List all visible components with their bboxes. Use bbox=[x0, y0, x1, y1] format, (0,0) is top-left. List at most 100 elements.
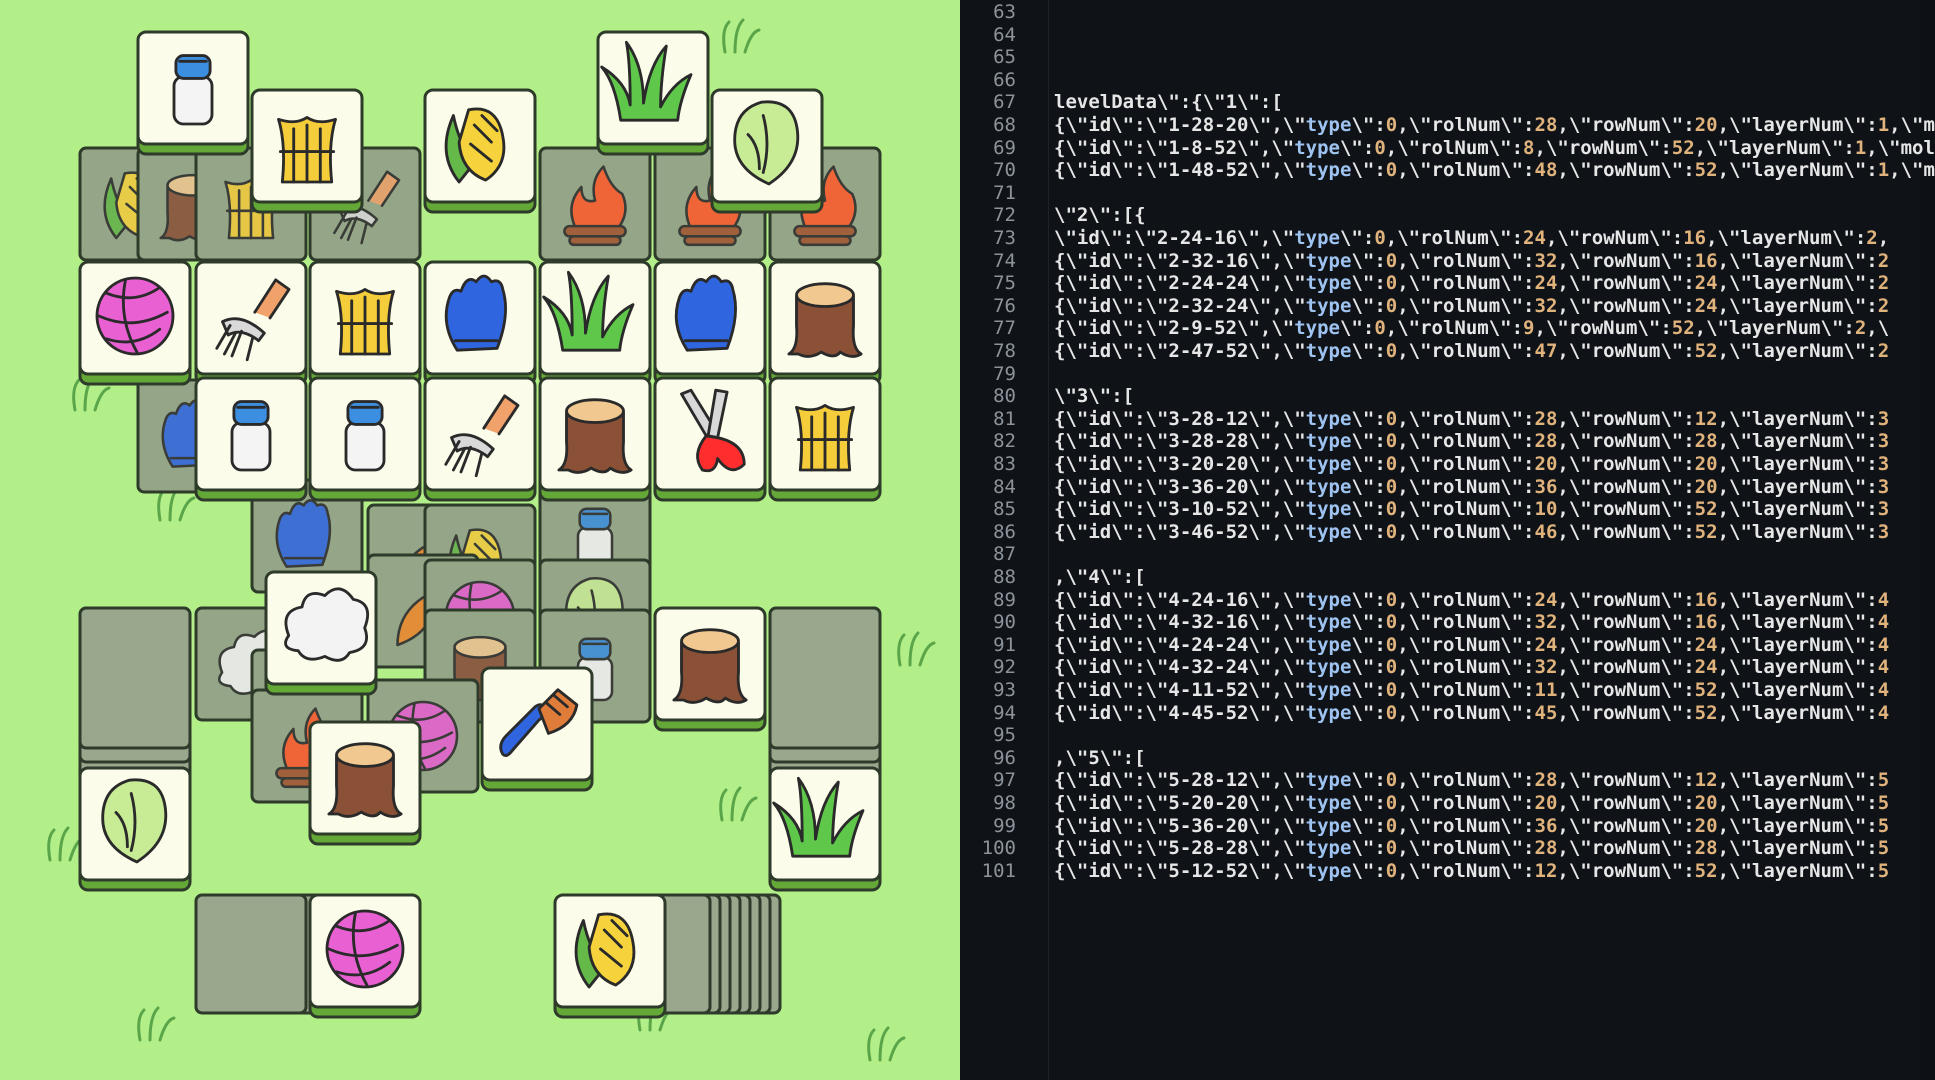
tile-glove[interactable] bbox=[653, 260, 767, 386]
game-board bbox=[0, 0, 960, 1080]
code-text[interactable]: {\"id\":\"4-24-24\",\"type\":0,\"rolNum\… bbox=[1054, 633, 1890, 656]
code-text[interactable]: {\"id\":\"3-36-20\",\"type\":0,\"rolNum\… bbox=[1054, 475, 1890, 498]
tile-brush[interactable] bbox=[480, 666, 594, 792]
code-text[interactable]: {\"id\":\"2-32-16\",\"type\":0,\"rolNum\… bbox=[1054, 249, 1890, 272]
tile-stump[interactable] bbox=[653, 606, 767, 732]
code-text[interactable]: \"id\":\"2-24-16\",\"type\":0,\"rolNum\"… bbox=[1054, 227, 1890, 249]
code-text[interactable]: {\"id\":\"5-28-28\",\"type\":0,\"rolNum\… bbox=[1054, 837, 1890, 860]
code-text[interactable]: \"2\":[{ bbox=[1054, 204, 1146, 227]
yarn-icon bbox=[325, 909, 405, 989]
tile-cotton[interactable] bbox=[264, 570, 378, 696]
line-number: 74 bbox=[993, 249, 1016, 272]
line-number: 71 bbox=[993, 181, 1016, 204]
code-text[interactable]: {\"id\":\"3-46-52\",\"type\":0,\"rolNum\… bbox=[1054, 520, 1890, 543]
code-text[interactable]: {\"id\":\"2-24-24\",\"type\":0,\"rolNum\… bbox=[1054, 272, 1890, 295]
code-text[interactable]: {\"id\":\"3-10-52\",\"type\":0,\"rolNum\… bbox=[1054, 498, 1890, 521]
code-text[interactable]: {\"id\":\"5-12-52\",\"type\":0,\"rolNum\… bbox=[1054, 859, 1890, 882]
tile-wheat[interactable] bbox=[308, 260, 422, 386]
tile-yarn[interactable] bbox=[308, 893, 422, 1019]
pitchfork-icon bbox=[444, 394, 520, 478]
tile-pruning-shears[interactable] bbox=[653, 376, 767, 502]
grass-tuft bbox=[722, 18, 761, 54]
code-text[interactable]: {\"id\":\"2-9-52\",\"type\":0,\"rolNum\"… bbox=[1054, 317, 1890, 340]
tile-yarn[interactable] bbox=[78, 260, 192, 386]
code-text[interactable]: {\"id\":\"5-28-12\",\"type\":0,\"rolNum\… bbox=[1054, 769, 1890, 792]
tile-milk-bottle[interactable] bbox=[308, 376, 422, 502]
tile-pitchfork[interactable] bbox=[194, 260, 308, 386]
tile-corn[interactable] bbox=[553, 893, 667, 1019]
tile-cabbage[interactable] bbox=[710, 88, 824, 214]
code-text[interactable]: \"3\":[ bbox=[1054, 385, 1135, 408]
code-line: 93 {\"id\":\"4-11-52\",\"type\":0,\"rolN… bbox=[960, 676, 1889, 704]
code-line: 81 {\"id\":\"3-28-12\",\"type\":0,\"rolN… bbox=[960, 405, 1889, 433]
tile-milk-bottle[interactable] bbox=[194, 376, 308, 502]
tile-pitchfork[interactable] bbox=[423, 376, 537, 502]
line-number: 68 bbox=[993, 114, 1016, 136]
code-line: 94 {\"id\":\"4-45-52\",\"type\":0,\"rolN… bbox=[960, 699, 1889, 727]
code-line: 69 {\"id\":\"1-8-52\",\"type\":0,\"rolNum… bbox=[960, 134, 1935, 162]
tile-stump[interactable] bbox=[538, 376, 652, 502]
tile-wheat[interactable] bbox=[250, 88, 364, 214]
tile-grass[interactable] bbox=[538, 260, 652, 386]
line-number: 69 bbox=[993, 136, 1016, 159]
code-text[interactable]: {\"id\":\"2-47-52\",\"type\":0,\"rolNum\… bbox=[1054, 340, 1890, 362]
code-text[interactable]: {\"id\":\"4-32-24\",\"type\":0,\"rolNum\… bbox=[1054, 656, 1890, 679]
code-text[interactable]: {\"id\":\"5-20-20\",\"type\":0,\"rolNum\… bbox=[1054, 792, 1890, 814]
line-number: 63 bbox=[993, 1, 1016, 23]
line-number: 95 bbox=[993, 724, 1016, 747]
code-text[interactable]: {\"id\":\"3-28-28\",\"type\":0,\"rolNum\… bbox=[1054, 430, 1890, 453]
campfire-icon bbox=[793, 165, 857, 247]
tile-stump[interactable] bbox=[308, 720, 422, 846]
tile-grass[interactable] bbox=[768, 766, 882, 892]
tile-milk-bottle[interactable] bbox=[136, 30, 250, 156]
grass-tuft bbox=[719, 786, 758, 822]
code-text[interactable]: {\"id\":\"4-24-16\",\"type\":0,\"rolNum\… bbox=[1054, 588, 1890, 611]
line-number: 101 bbox=[981, 859, 1016, 882]
wheat-icon bbox=[277, 115, 337, 184]
code-line: 73 \"id\":\"2-24-16\",\"type\":0,\"rolNu… bbox=[960, 224, 1889, 252]
line-number: 83 bbox=[993, 453, 1016, 475]
code-text[interactable]: {\"id\":\"1-28-20\",\"type\":0,\"rolNum\… bbox=[1054, 114, 1935, 136]
tile-grass[interactable] bbox=[596, 30, 710, 156]
code-line: 63 bbox=[960, 0, 1054, 26]
line-number: 79 bbox=[993, 362, 1016, 385]
code-text[interactable]: {\"id\":\"5-36-20\",\"type\":0,\"rolNum\… bbox=[1054, 814, 1890, 837]
code-text[interactable]: levelData\":{\"1\":[ bbox=[1054, 91, 1283, 114]
code-text[interactable]: {\"id\":\"4-32-16\",\"type\":0,\"rolNum\… bbox=[1054, 611, 1890, 634]
code-text[interactable]: ,\"5\":[ bbox=[1054, 746, 1146, 769]
line-number: 89 bbox=[993, 588, 1016, 611]
code-text[interactable]: {\"id\":\"1-8-52\",\"type\":0,\"rolNum\"… bbox=[1054, 136, 1935, 159]
code-line: 99 {\"id\":\"5-36-20\",\"type\":0,\"rolN… bbox=[960, 812, 1889, 840]
line-number: 96 bbox=[993, 746, 1016, 769]
tile-corn[interactable] bbox=[423, 88, 537, 214]
line-number: 92 bbox=[993, 656, 1016, 679]
code-line: 88,\"4\":[ bbox=[960, 563, 1146, 591]
pruning-shears-icon bbox=[680, 388, 746, 473]
code-text[interactable]: {\"id\":\"4-11-52\",\"type\":0,\"rolNum\… bbox=[1054, 679, 1890, 701]
code-text[interactable]: {\"id\":\"4-45-52\",\"type\":0,\"rolNum\… bbox=[1054, 701, 1890, 724]
tile-glove[interactable] bbox=[423, 260, 537, 386]
code-line: 95 bbox=[960, 721, 1054, 749]
code-line: 86 {\"id\":\"3-46-52\",\"type\":0,\"rolN… bbox=[960, 518, 1889, 546]
line-number: 84 bbox=[993, 475, 1016, 498]
line-number: 93 bbox=[993, 679, 1016, 701]
code-line: 100 {\"id\":\"5-28-28\",\"type\":0,\"rol… bbox=[960, 834, 1890, 862]
brush-icon bbox=[499, 688, 579, 757]
stump-icon bbox=[787, 282, 863, 358]
code-text[interactable]: {\"id\":\"2-32-24\",\"type\":0,\"rolNum\… bbox=[1054, 294, 1890, 317]
code-text[interactable]: {\"id\":\"3-20-20\",\"type\":0,\"rolNum\… bbox=[1054, 453, 1890, 475]
code-line: 64 bbox=[960, 21, 1054, 49]
code-line: 101 {\"id\":\"5-12-52\",\"type\":0,\"rol… bbox=[960, 857, 1890, 885]
tile-wheat[interactable] bbox=[768, 376, 882, 502]
cabbage-icon bbox=[733, 100, 800, 186]
code-text[interactable]: {\"id\":\"1-48-52\",\"type\":0,\"rolNum\… bbox=[1054, 159, 1935, 182]
code-line: 82 {\"id\":\"3-28-28\",\"type\":0,\"rolN… bbox=[960, 427, 1889, 455]
code-text[interactable]: ,\"4\":[ bbox=[1054, 566, 1146, 588]
tile-stump[interactable] bbox=[768, 260, 882, 386]
code-line: 89 {\"id\":\"4-24-16\",\"type\":0,\"rolN… bbox=[960, 586, 1889, 614]
tile-cabbage[interactable] bbox=[78, 766, 192, 892]
code-line: 72\"2\":[{ bbox=[960, 201, 1146, 229]
code-text[interactable]: {\"id\":\"3-28-12\",\"type\":0,\"rolNum\… bbox=[1054, 407, 1890, 430]
code-line: 65 bbox=[960, 43, 1054, 71]
